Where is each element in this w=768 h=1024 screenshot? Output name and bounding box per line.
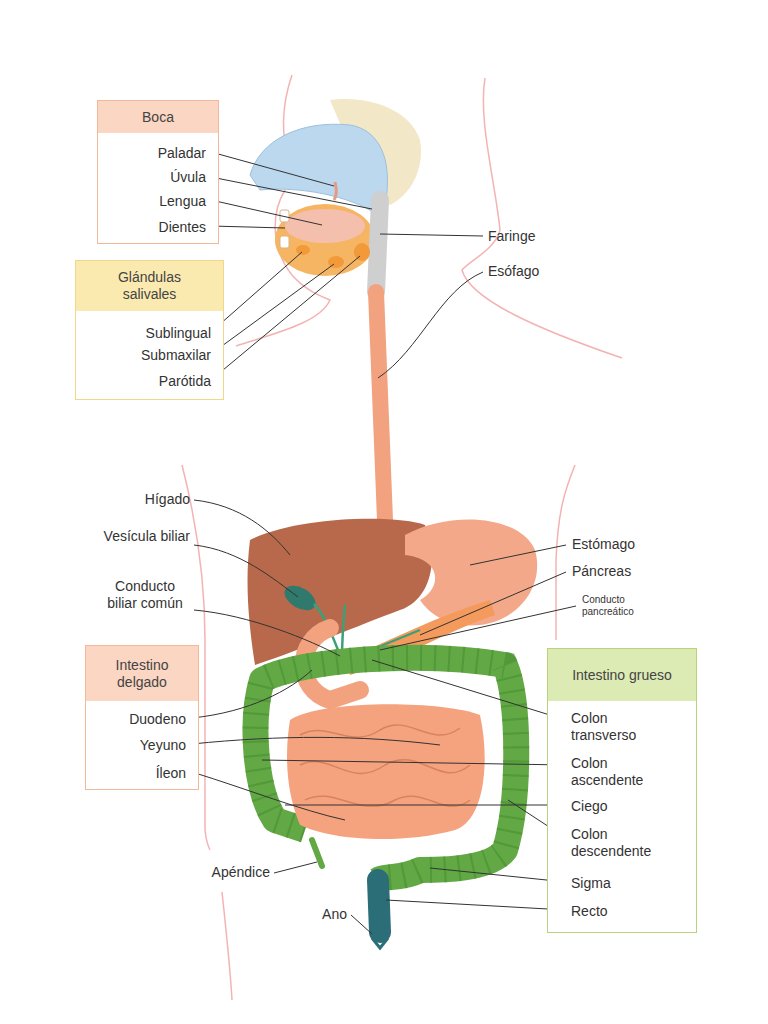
- leader-line: [470, 545, 566, 565]
- group-heading: Boca: [142, 109, 174, 126]
- leader-line: [351, 915, 372, 934]
- leader-line: [380, 234, 483, 236]
- leader-line: [211, 177, 372, 209]
- gland: [354, 243, 370, 261]
- part-name: Yeyuno: [140, 737, 186, 754]
- header-band: Intestino grueso: [548, 649, 696, 701]
- leader-line: [192, 772, 345, 820]
- part-label: Faringe: [488, 228, 535, 245]
- body-outline: [556, 465, 575, 640]
- leader-line: [430, 868, 566, 882]
- group-heading: Intestino delgado: [92, 657, 192, 691]
- tongue: [285, 209, 365, 243]
- part-name: Úvula: [170, 169, 206, 186]
- legend-box: Glándulas salivalesSublingualSubmaxilarP…: [75, 260, 224, 400]
- rectum: [378, 880, 380, 932]
- body-outline: [462, 78, 622, 358]
- large-intestine: [256, 658, 517, 880]
- leader-line: [211, 256, 360, 380]
- part-name: Dientes: [159, 219, 206, 236]
- part-label: Esófago: [488, 263, 539, 280]
- gland: [296, 245, 310, 255]
- leader-line: [192, 737, 440, 745]
- part-name: Colon transverso: [571, 710, 671, 744]
- part-name: Parótida: [159, 373, 211, 390]
- part-name: Colon ascendente: [571, 755, 671, 789]
- part-label: Ano: [322, 906, 347, 923]
- leader-line: [194, 610, 340, 656]
- part-name: Submaxilar: [141, 347, 211, 364]
- leader-line: [378, 272, 483, 378]
- mouth: [275, 204, 375, 276]
- part-name: Recto: [571, 903, 608, 920]
- part-label: Páncreas: [572, 563, 631, 580]
- header-band: Intestino delgado: [86, 646, 198, 701]
- body-outline: [222, 892, 232, 1000]
- leader-lines: [192, 152, 576, 934]
- leader-line: [211, 252, 302, 332]
- part-name: Colon descendente: [571, 826, 671, 860]
- gallbladder: [280, 581, 319, 615]
- part-label: Vesícula biliar: [104, 528, 190, 545]
- legend-box: Intestino gruesoColon transversoColon as…: [547, 648, 697, 933]
- part-label: Apéndice: [212, 864, 270, 881]
- part-name: Lengua: [159, 193, 206, 210]
- leader-line: [386, 900, 566, 910]
- pharynx: [376, 200, 380, 292]
- palate: [250, 124, 388, 214]
- haustra: [256, 658, 517, 880]
- leader-line: [420, 572, 566, 635]
- leader-line: [211, 264, 334, 354]
- leader-line: [274, 862, 317, 873]
- anus: [372, 938, 388, 948]
- leader-line: [194, 500, 290, 555]
- group-heading: Glándulas salivales: [100, 269, 200, 303]
- part-label: Hígado: [145, 491, 190, 508]
- leader-line: [192, 670, 312, 718]
- part-label: Conducto biliar común: [100, 578, 190, 612]
- leader-line: [211, 200, 322, 225]
- part-name: Sigma: [571, 875, 611, 892]
- header-band: Boca: [98, 101, 218, 133]
- part-name: Sublingual: [146, 325, 211, 342]
- esophagus: [376, 292, 385, 520]
- header-band: Glándulas salivales: [76, 261, 223, 311]
- part-name: Ciego: [571, 798, 608, 815]
- legend-box: Intestino delgadoDuodenoYeyunoÍleon: [85, 645, 199, 790]
- small-intestine: [287, 704, 485, 839]
- leader-line: [262, 760, 566, 765]
- leader-line: [285, 805, 566, 806]
- part-name: Paladar: [158, 145, 206, 162]
- part-name: Íleon: [156, 765, 186, 782]
- leader-line: [372, 660, 566, 720]
- leader-line: [380, 606, 576, 650]
- leader-line: [194, 545, 298, 597]
- part-label: Conducto pancreático: [582, 594, 672, 618]
- part-name: Duodeno: [129, 711, 186, 728]
- group-heading: Intestino grueso: [572, 667, 672, 684]
- uvula: [334, 182, 336, 200]
- leader-line: [211, 226, 285, 228]
- part-label: Estómago: [572, 536, 635, 553]
- legend-box: BocaPaladarÚvulaLenguaDientes: [97, 100, 219, 244]
- tooth: [280, 236, 289, 248]
